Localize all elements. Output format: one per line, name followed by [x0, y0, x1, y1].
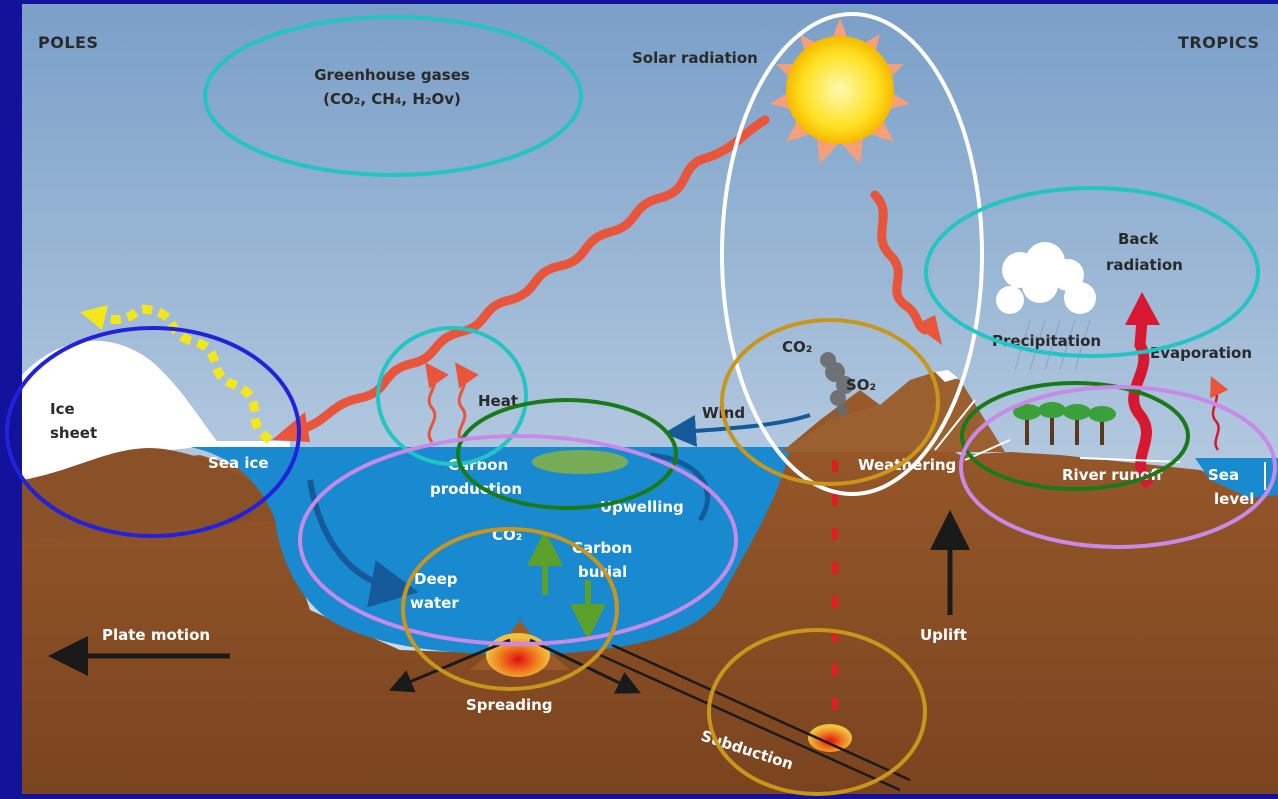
cloud: [996, 242, 1096, 314]
label-deep-water-1: Deep: [414, 570, 458, 588]
label-precipitation: Precipitation: [992, 332, 1101, 350]
solar-ray-to-land-head: [915, 315, 942, 345]
solar-ray-to-ice: [295, 115, 770, 435]
back-radiation-arrowhead: [1125, 292, 1160, 325]
label-back-radiation-1: Back: [1118, 230, 1159, 248]
label-heat: Heat: [478, 392, 518, 410]
label-sea-level-2: level: [1214, 490, 1254, 508]
annotation-volcano: [720, 318, 940, 486]
subduction-magma: [808, 724, 852, 752]
label-ice-sheet-1: Ice: [50, 400, 75, 418]
annotation-back-radiation: [924, 186, 1260, 358]
label-upwelling: Upwelling: [600, 498, 684, 516]
annotation-outlines: [5, 12, 1277, 796]
label-plate-motion: Plate motion: [102, 626, 210, 644]
label-sea-level-1: Sea: [1208, 466, 1239, 484]
greenhouse-line1: Greenhouse gases: [314, 66, 470, 84]
albedo-reflection-arrow: [99, 304, 273, 444]
polar-hill: [22, 447, 290, 540]
label-back-radiation-2: radiation: [1106, 256, 1183, 274]
ridge-arrow-right: [529, 638, 641, 694]
upwelling-arrow: [649, 452, 711, 522]
label-spreading: Spreading: [466, 696, 553, 714]
annotation-ice-sheet: [5, 326, 301, 538]
annotation-carbon-production: [456, 398, 678, 510]
subduction-line-a: [599, 653, 901, 792]
plankton-bloom: [532, 450, 628, 474]
label-ice-sheet-2: sheet: [50, 424, 97, 442]
label-uplift: Uplift: [920, 626, 967, 644]
annotation-sun-volcano: [720, 12, 984, 496]
annotation-spreading: [401, 527, 619, 691]
label-carbon-production-2: production: [430, 480, 522, 498]
corner-label-tropics: TROPICS: [1178, 33, 1260, 52]
greenhouse-line2: (CO₂, CH₄, H₂Ov): [323, 90, 461, 108]
wind-arrow: [664, 413, 811, 447]
label-solar-radiation: Solar radiation: [632, 49, 758, 67]
heat-arrow-1: [425, 362, 449, 443]
ridge-arrow-left: [388, 638, 511, 693]
annotation-heat: [376, 326, 528, 466]
albedo-arrowhead: [80, 305, 108, 330]
solar-ray-to-land: [870, 190, 930, 335]
label-evaporation: Evaporation: [1150, 344, 1252, 362]
label-so2-volcano: SO₂: [846, 376, 876, 394]
annotation-river-runoff: [959, 385, 1277, 549]
tropical-sea: [1195, 458, 1278, 498]
label-deep-water-2: water: [410, 594, 459, 612]
ocean: [190, 447, 790, 655]
sea-ice: [190, 441, 290, 447]
annotation-subduction: [707, 628, 927, 796]
ice-sheet: [22, 340, 220, 480]
evaporation-arrow: [1210, 375, 1229, 451]
back-radiation-arrow: [1128, 319, 1155, 489]
label-sea-ice: Sea ice: [208, 454, 269, 472]
annotation-forest: [960, 381, 1190, 491]
heat-arrow-2: [455, 362, 479, 443]
annotation-greenhouse: [203, 15, 583, 177]
volcanic-plume: [820, 352, 854, 416]
annotation-ocean: [298, 434, 738, 646]
snow-cap: [935, 370, 958, 382]
subduction-line-b: [611, 643, 911, 782]
earth-crust: [22, 390, 1278, 794]
corner-label-poles: POLES: [38, 33, 98, 52]
label-co2-volcano: CO₂: [782, 338, 812, 356]
ridge-magma: [486, 633, 550, 677]
sun-icon: [770, 18, 910, 164]
rain: [1014, 319, 1091, 371]
label-weathering: Weathering: [858, 456, 956, 474]
forest: [1013, 402, 1116, 445]
